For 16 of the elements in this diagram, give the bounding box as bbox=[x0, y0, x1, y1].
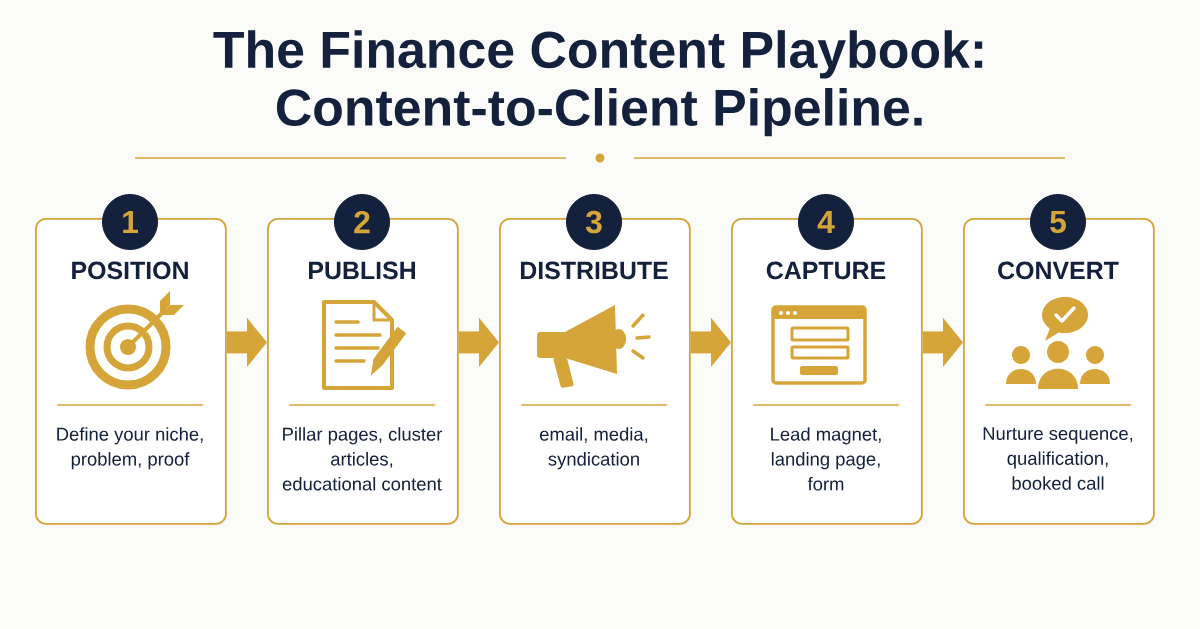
step-title: DISTRIBUTE bbox=[520, 261, 668, 280]
step-title: CONVERT bbox=[998, 261, 1119, 280]
number-badge: 4 bbox=[798, 194, 854, 250]
step-title: PUBLISH bbox=[309, 261, 415, 280]
number-badge: 3 bbox=[566, 194, 622, 250]
title: The Finance Content Playbook: Content-to-Client Pipeline. bbox=[213, 30, 983, 137]
step-description: Define your niche, problem, proof bbox=[57, 427, 203, 470]
step-description: Lead magnet, landing page, form bbox=[771, 427, 881, 491]
step-description: Nurture sequence, qualification, booked call bbox=[983, 427, 1133, 490]
number-badge: 5 bbox=[1030, 194, 1086, 250]
number-badge: 1 bbox=[102, 194, 158, 250]
step-description: email, media, syndication bbox=[540, 427, 648, 470]
number-badge: 2 bbox=[334, 194, 390, 250]
step-title: POSITION bbox=[72, 261, 188, 280]
step-title: CAPTURE bbox=[766, 261, 886, 280]
step-description: Pillar pages, cluster articles, educational content bbox=[282, 427, 443, 491]
